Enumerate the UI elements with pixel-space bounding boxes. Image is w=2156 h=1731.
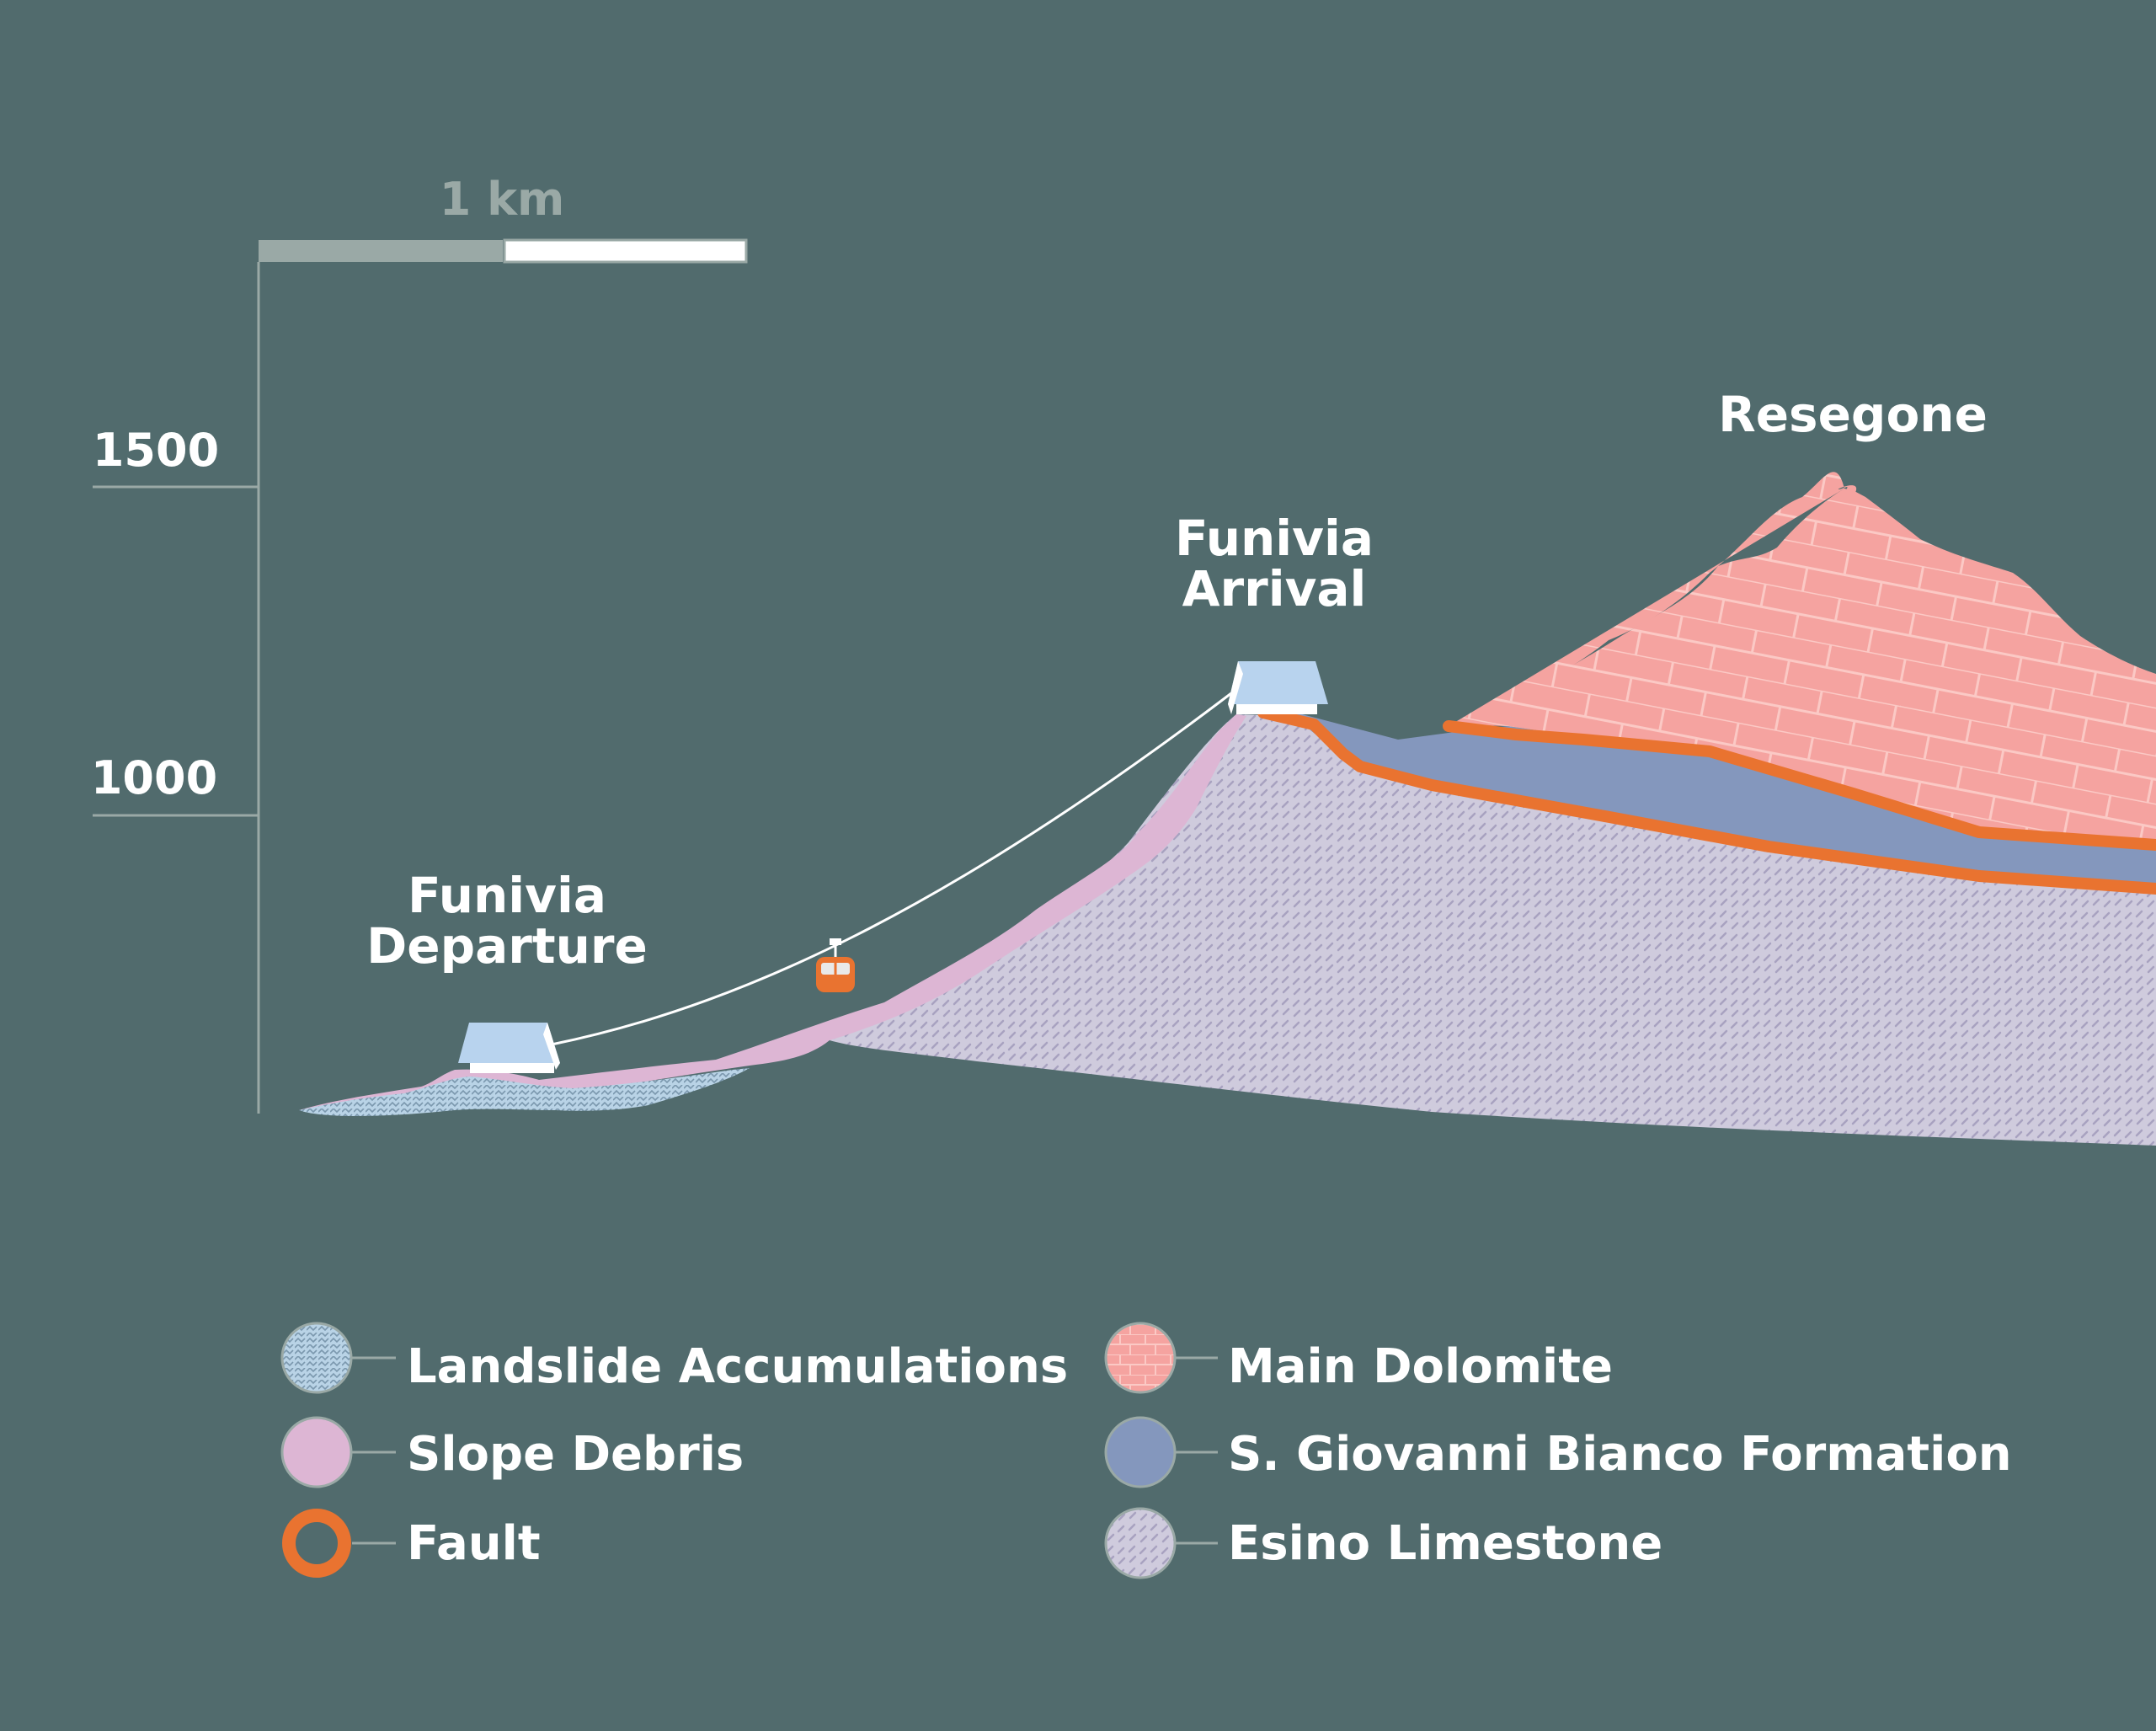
legend-item-sgiovanni: S. Giovanni Bianco Formation [1104, 1416, 2012, 1488]
legend-label-sgiovanni: S. Giovanni Bianco Formation [1228, 1427, 2012, 1482]
legend-item-esino: Esino Limestone [1104, 1507, 1662, 1579]
landslide-accumulations-layer [299, 1068, 750, 1116]
legend-label-esino: Esino Limestone [1228, 1516, 1662, 1571]
legend-label-landslide: Landslide Accumulations [407, 1339, 1068, 1394]
fault-upper [1443, 720, 2156, 851]
fault-lower [1257, 707, 2156, 895]
fault-swatch-icon [282, 1509, 351, 1578]
arrival-station [1228, 661, 1328, 714]
departure-label-line1: Funivia [408, 867, 606, 924]
dolomite-swatch-icon [1104, 1322, 1177, 1394]
legend: Landslide Accumulations Slope Debris Fau… [280, 1322, 2012, 1579]
main-dolomite-layer [1449, 472, 1857, 726]
s-giovanni-bianco-layer [1293, 712, 2156, 893]
main-dolomite-layer-body [1449, 489, 2156, 842]
cable-line [551, 692, 1232, 1046]
elevation-axis: 1500 1000 [91, 262, 260, 1114]
cable-car-cabin [816, 938, 855, 992]
scale-bar: 1 km [259, 173, 748, 264]
legend-label-dolomite: Main Dolomite [1228, 1339, 1613, 1394]
arrival-label-line1: Funivia [1175, 510, 1374, 567]
arrival-label-line2: Arrival [1182, 560, 1367, 617]
scale-bar-label: 1 km [440, 173, 565, 226]
esino-swatch-icon [1104, 1507, 1177, 1579]
legend-label-debris: Slope Debris [407, 1427, 744, 1482]
map-labels: Funivia Departure Funivia Arrival Resego… [366, 386, 1988, 975]
fault-lines [1257, 707, 2156, 895]
legend-item-landslide: Landslide Accumulations [280, 1322, 1068, 1394]
departure-station [458, 1023, 560, 1073]
departure-label-line2: Departure [366, 917, 648, 975]
legend-item-fault: Fault [282, 1509, 541, 1578]
sgiovanni-swatch-icon [1104, 1416, 1177, 1488]
slope-debris-layer [299, 714, 1246, 1110]
legend-item-debris: Slope Debris [280, 1416, 744, 1488]
legend-item-dolomite: Main Dolomite [1104, 1322, 1613, 1394]
landslide-swatch-icon [280, 1322, 353, 1394]
debris-swatch-icon [280, 1416, 353, 1488]
elevation-tick-1000: 1000 [91, 751, 217, 804]
legend-label-fault: Fault [407, 1516, 541, 1571]
peak-label: Resegone [1718, 386, 1988, 443]
elevation-tick-1500: 1500 [93, 424, 219, 477]
